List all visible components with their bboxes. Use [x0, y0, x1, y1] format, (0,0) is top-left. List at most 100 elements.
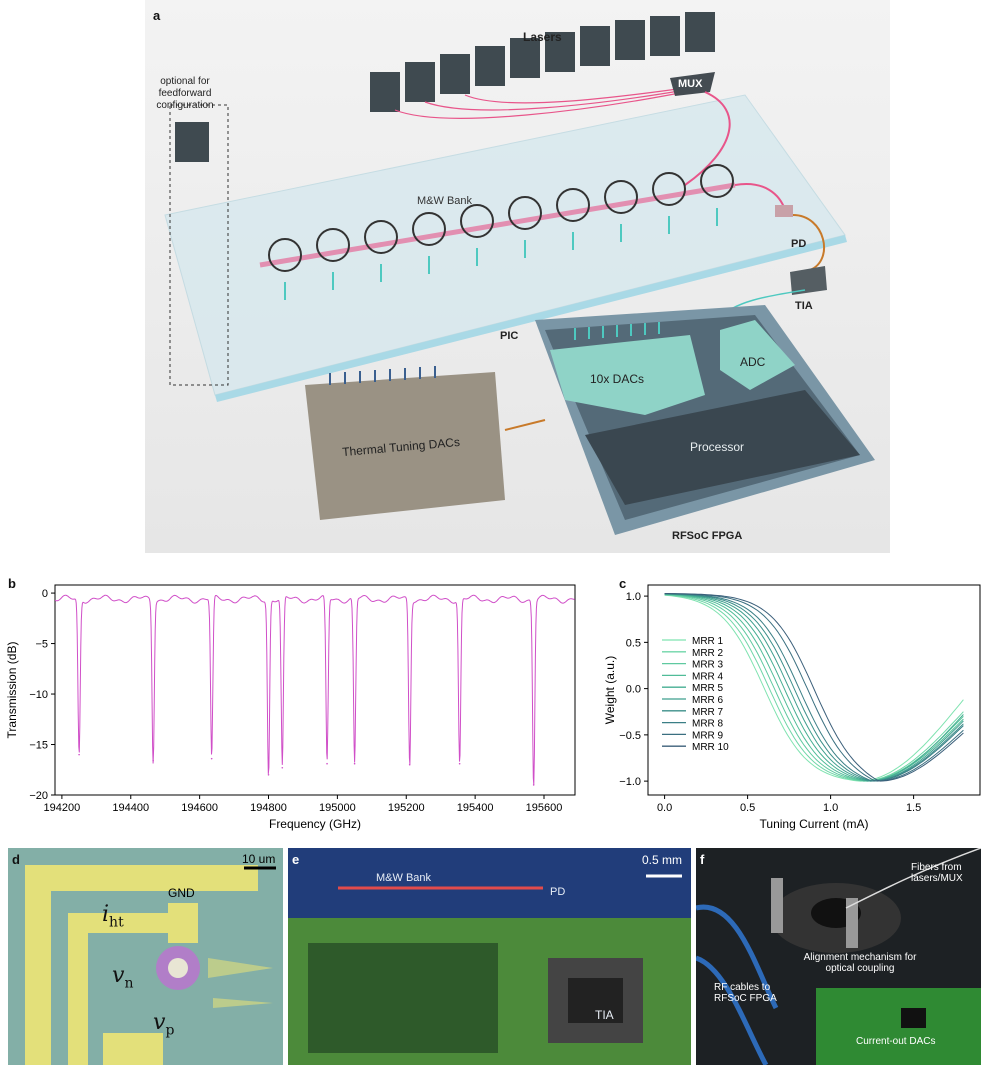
system-diagram-svg [145, 0, 890, 553]
pd-label: PD [791, 238, 807, 250]
y-axis-label: Weight (a.u.) [603, 656, 617, 724]
resonance-dip [210, 757, 213, 760]
x-tick-label: 1.5 [906, 802, 921, 814]
x-tick-label: 194800 [250, 802, 287, 814]
resonance-dip [532, 784, 535, 786]
microring-bank [259, 164, 736, 300]
resonance-dip [326, 762, 328, 765]
series-line-8 [664, 593, 964, 782]
lasers-label: Lasers [523, 30, 562, 44]
series-line-2 [664, 594, 964, 782]
y-tick-label: −10 [29, 689, 48, 701]
x-tick-label: 194400 [112, 802, 149, 814]
photo-f-graphic [696, 848, 981, 1065]
chip-photo-e: e 0.5 mm M&W Bank PD TIA [288, 848, 691, 1065]
y-tick-label: 0 [42, 588, 48, 600]
resonance-dip [267, 774, 270, 776]
thermal-dacs-block [305, 372, 505, 520]
x-tick-label: 194200 [44, 802, 81, 814]
y-tick-label: −0.5 [619, 730, 641, 742]
plot-frame [647, 584, 981, 796]
setup-photo-f: f Fibers from lasers/MUX Alignment mecha… [696, 848, 981, 1065]
processor-label: Processor [690, 440, 745, 454]
x-tick-label: 0.0 [657, 802, 672, 814]
y-tick-label: −5 [35, 639, 48, 651]
legend-entry-10: MRR 10 [692, 742, 729, 753]
y-tick-label: −1.0 [619, 776, 641, 788]
series-line-3 [664, 594, 964, 782]
x-tick-label: 0.5 [740, 802, 755, 814]
tia-photo-label: TIA [595, 1008, 614, 1022]
dacs-block [550, 335, 705, 415]
fpga-label: RFSoC FPGA [672, 530, 743, 542]
x-axis-label: Frequency (GHz) [269, 817, 361, 831]
vp-label: vp [153, 1010, 175, 1039]
legend-entry-3: MRR 3 [692, 660, 724, 671]
gnd-label: GND [168, 886, 195, 900]
resonance-dip [78, 753, 80, 756]
current-dacs-label: Current-out DACs [856, 1036, 936, 1047]
panel-a-label: a [153, 8, 161, 23]
legend-entry-5: MRR 5 [692, 683, 724, 694]
legend-entry-8: MRR 8 [692, 719, 724, 730]
legend-entry-9: MRR 9 [692, 730, 724, 741]
pd-photo-label: PD [550, 886, 566, 898]
photodetector [775, 205, 793, 217]
scale-bar-d: 10 um [242, 852, 276, 866]
pic-label: PIC [500, 330, 519, 342]
x-tick-label: 194600 [181, 802, 218, 814]
series-line-10 [664, 593, 964, 782]
resonance-dip [353, 762, 356, 765]
mux-label: MUX [678, 78, 703, 90]
y-tick-label: 1.0 [626, 591, 641, 603]
adc-block [720, 320, 795, 390]
series-line-1 [664, 594, 964, 782]
resonance-dip [281, 766, 284, 769]
alignment-label: Alignment mechanism for optical coupling [803, 952, 917, 974]
y-tick-label: −15 [29, 740, 48, 752]
resonance-dip [152, 759, 154, 762]
y-tick-label: 0.0 [626, 684, 641, 696]
tia-label: TIA [795, 300, 813, 312]
series-line-5 [664, 593, 964, 782]
photo-e-graphic [288, 848, 691, 1065]
legend-entry-1: MRR 1 [692, 636, 724, 647]
heater-current-label: iht [102, 902, 124, 931]
bank-label: M&W Bank [417, 195, 473, 207]
adc-label: ADC [740, 355, 766, 369]
plot-frame [54, 584, 576, 796]
vn-label: vn [112, 963, 134, 992]
x-tick-label: 195400 [457, 802, 494, 814]
legend-entry-4: MRR 4 [692, 671, 724, 682]
y-axis-label: Transmission (dB) [5, 642, 19, 739]
panel-d-label: d [12, 852, 20, 867]
x-axis-label: Tuning Current (mA) [760, 817, 869, 831]
mux-block [670, 72, 715, 96]
fibers-label: Fibers from lasers/MUX [911, 862, 963, 884]
laser-array [370, 12, 715, 119]
legend-entry-7: MRR 7 [692, 707, 724, 718]
dacs-label: 10x DACs [590, 372, 645, 386]
panel-f-label: f [700, 852, 705, 867]
legend-entry-2: MRR 2 [692, 648, 724, 659]
x-tick-label: 1.0 [823, 802, 838, 814]
rf-cables-label: RF cables to RFSoC FPGA [714, 982, 777, 1004]
tia-block [790, 266, 827, 295]
resonance-dip [458, 762, 461, 765]
x-tick-label: 195600 [526, 802, 563, 814]
microscope-photo-d: d 10 um GND iht vn vp [8, 848, 283, 1065]
system-diagram: a Lasers MUX optional for feedforward co… [145, 0, 890, 553]
processor-block [585, 390, 860, 505]
photo-d-graphic [8, 848, 283, 1065]
x-tick-label: 195200 [388, 802, 425, 814]
scale-bar-e: 0.5 mm [642, 853, 683, 867]
panel-e-label: e [292, 852, 300, 867]
transmission-chart-svg: 194200 194400 194600 194800 195000 195200 1954… [5, 584, 576, 831]
panel-c-label: c [619, 576, 627, 591]
series-line-9 [664, 593, 964, 782]
y-tick-label: −20 [29, 790, 48, 802]
x-tick-label: 195000 [319, 802, 356, 814]
